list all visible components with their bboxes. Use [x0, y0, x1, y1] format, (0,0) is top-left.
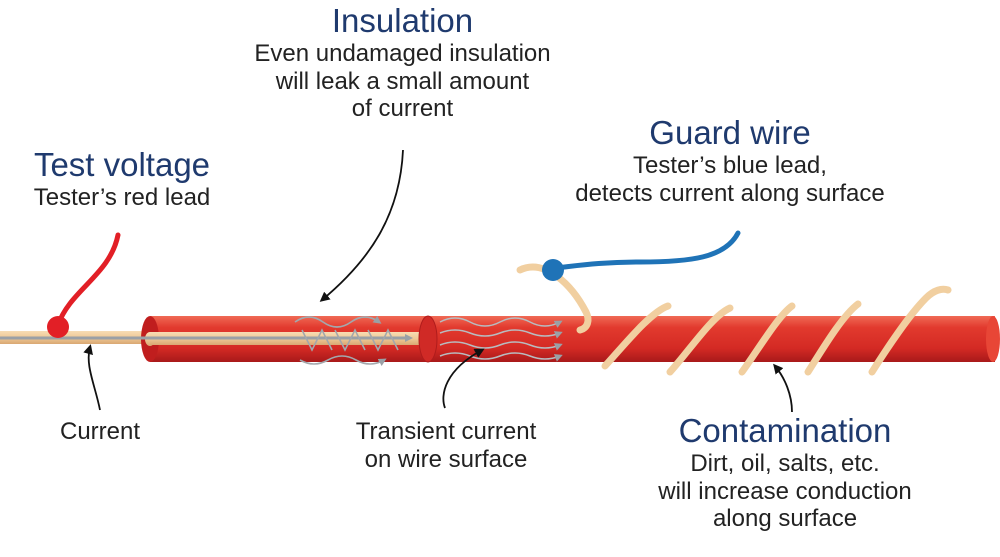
current-text: Current	[59, 418, 141, 445]
transient-current-label: Transient current on wire surface	[338, 418, 554, 473]
contamination-label: Contamination Dirt, oil, salts, etc. wil…	[620, 412, 950, 533]
insulation-title: Insulation	[331, 2, 474, 39]
red-lead-clip	[47, 316, 69, 338]
transient-pointer	[442, 348, 485, 409]
current-pointer	[83, 344, 101, 411]
contamination-line-1: Dirt, oil, salts, etc.	[690, 449, 880, 477]
contamination-title: Contamination	[678, 412, 892, 449]
wire-right-end	[986, 316, 1000, 362]
contamination-line-3: along surface	[712, 505, 858, 533]
insulation-line-1: Even undamaged insulation	[254, 39, 551, 67]
transient-current-arrows	[439, 317, 563, 362]
guard-wire-line-1: Tester’s blue lead,	[633, 151, 827, 179]
contamination-line-2: will increase conduction	[658, 477, 912, 505]
guard-wire-line-2: detects current along surface	[575, 179, 885, 207]
transient-line-1: Transient current	[355, 418, 537, 445]
guard-wire-title: Guard wire	[649, 114, 811, 151]
transient-line-2: on wire surface	[364, 445, 528, 473]
test-voltage-title: Test voltage	[33, 146, 211, 183]
insulation-pointer	[319, 149, 404, 302]
insulation-line-2: will leak a small amount	[275, 67, 530, 95]
guard-wire-wrap	[516, 263, 592, 334]
insulation-label: Insulation Even undamaged insulation wil…	[230, 2, 575, 123]
test-voltage-label: Test voltage Tester’s red lead	[12, 146, 232, 212]
insulation-cut-face	[418, 315, 438, 363]
contamination-helix	[601, 285, 952, 376]
insulation-leakage-arrows	[294, 315, 399, 366]
blue-lead-clip	[542, 259, 564, 281]
blue-guard-lead	[552, 230, 741, 271]
red-test-lead	[55, 232, 121, 328]
test-voltage-line-1: Tester’s red lead	[33, 183, 211, 211]
guard-wire-label: Guard wire Tester’s blue lead, detects c…	[555, 114, 905, 207]
insulation-line-3: of current	[351, 95, 454, 123]
contamination-pointer	[773, 363, 793, 413]
current-label: Current	[45, 418, 155, 446]
